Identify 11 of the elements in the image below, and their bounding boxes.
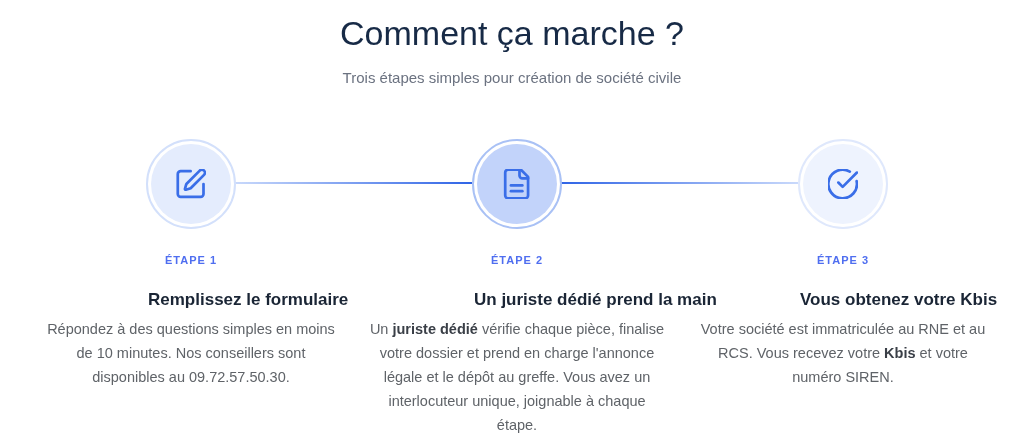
subtitle: Trois étapes simples pour création de société civile (342, 68, 682, 88)
step-description: Votre société est immatriculée au RNE et au RCS. Vous recevez votre Kbis et votre numéro SIREN. (699, 320, 987, 387)
step-number: ÉTAPE 3 (817, 253, 869, 267)
step-heading: Un juriste dédié prend la main (474, 289, 717, 311)
step-description: Répondez à des questions simples en moins de 10 minutes. Nos conseillers sont disponibles au 09.72.57.50.30. (46, 320, 336, 387)
step-number: ÉTAPE 1 (165, 253, 217, 267)
step-description: Un juriste dédié vérifie chaque pièce, finalise votre dossier et prend en charge l'annonce légale et le dépôt au greffe. Vous avez un interlocuteur unique, joignable à chaque étape. (368, 320, 666, 435)
step-number: ÉTAPE 2 (491, 253, 543, 267)
step-heading: Remplissez le formulaire (148, 289, 349, 311)
step-heading: Vous obtenez votre Kbis (800, 289, 998, 311)
page-title: Comment ça marche ? (340, 13, 684, 53)
